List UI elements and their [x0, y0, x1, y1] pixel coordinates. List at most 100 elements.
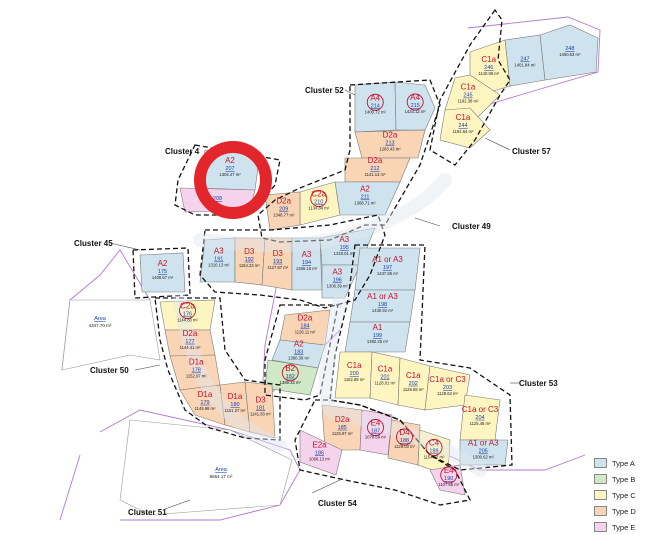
highlight-ring [194, 141, 272, 219]
plot-area: 1141.13 m² [365, 172, 386, 177]
plot-num: 189 [429, 449, 438, 455]
cluster-label-49: Cluster 49 [452, 222, 491, 231]
cluster-label-52: Cluster 52 [305, 86, 344, 95]
plot-area: 1392.25 m² [367, 339, 389, 344]
legend-item-type-c: Type C [594, 487, 666, 503]
plot-type: E4 [444, 466, 454, 475]
plot-area: 1306.18 m² [296, 266, 318, 271]
plot-type: D2a [183, 329, 198, 338]
plot-num: 177 [185, 339, 194, 345]
plot-199[interactable] [344, 321, 411, 353]
plot-205[interactable] [459, 439, 509, 466]
plot-area: 1151.27 m² [225, 408, 246, 413]
plot-type: A3 [339, 235, 349, 244]
plot-type: D1a [189, 358, 204, 367]
plot-type: A3 [214, 247, 224, 256]
plot-highlight-circle [406, 93, 424, 111]
plot-type: C1a [461, 83, 476, 92]
plot-highlight-circle [366, 93, 384, 111]
plot-type: D4 [399, 428, 410, 437]
plot-num: 180 [230, 402, 239, 408]
plot-type: A3 [302, 250, 312, 259]
plot-186[interactable] [299, 429, 343, 476]
plot-num: 205 [479, 449, 488, 455]
legend-label: Type A [612, 458, 635, 468]
plot-type: D1a [228, 392, 243, 401]
plot-num: 202 [409, 381, 418, 387]
plot-num: 178 [192, 368, 201, 374]
plot-num: 200 [350, 371, 359, 377]
plot-type: C1a [347, 361, 362, 370]
plot-num: 196 [333, 278, 342, 284]
plot-num: 194 [302, 260, 311, 266]
plot-num: 203 [443, 385, 452, 391]
legend-label: Type C [612, 490, 636, 500]
plot-175[interactable] [139, 252, 186, 293]
plot-area: 1162.89 m² [344, 377, 365, 382]
plot-area: 1140.99 m² [478, 71, 499, 76]
plot-248[interactable] [539, 24, 599, 81]
plot-num: 188 [400, 438, 409, 444]
plot-196[interactable] [321, 264, 361, 299]
plot-area: 1144.41 m² [180, 345, 201, 350]
plot-num: 184 [300, 324, 309, 330]
plot-num: 187 [371, 429, 380, 435]
cluster-label-57: Cluster 57 [512, 147, 551, 156]
plot-area: 1141.83 m² [250, 411, 271, 416]
plot-area: 1380.39 m² [288, 355, 310, 360]
plot-area: 1128.01 m² [375, 380, 396, 385]
area-label-south: Area [215, 467, 228, 473]
plot-num: 213 [385, 141, 394, 147]
plot-type: D2a [298, 314, 313, 323]
plot-182[interactable] [264, 359, 319, 396]
plot-type: A4 [410, 93, 420, 102]
plot-type: C2a [180, 302, 195, 311]
legend-item-type-b: Type B [594, 471, 666, 487]
legend-swatch [594, 474, 607, 484]
plot-area: 1134.84 m² [308, 206, 329, 211]
plot-213[interactable] [354, 129, 426, 159]
plot-type: D1a [198, 390, 213, 399]
plot-type: A1 [373, 323, 383, 332]
plot-type: A1 or A3 [468, 439, 499, 448]
plot-num: 247 [520, 56, 529, 62]
legend-label: Type B [612, 474, 636, 484]
cluster-label-54: Cluster 54 [318, 499, 357, 508]
cluster-label-51: Cluster 51 [128, 508, 167, 517]
plot-num: 195 [340, 245, 349, 251]
plot-type: C1a [456, 113, 471, 122]
plot-num: 248 [565, 46, 574, 52]
plot-type: D3 [255, 395, 266, 404]
plot-highlight-circle [396, 428, 413, 446]
plot-type: D2a [276, 197, 291, 206]
open-areas [61, 299, 293, 516]
plot-type: C1a or C3 [462, 405, 499, 414]
plot-highlight-circle [440, 466, 458, 484]
plot-181[interactable] [244, 381, 276, 439]
plot-area: 1408.57 m² [152, 275, 174, 280]
plot-type: E4 [371, 419, 381, 428]
plot-215[interactable] [394, 81, 436, 131]
plot-num: 193 [273, 259, 282, 265]
plot-num: 197 [383, 265, 392, 271]
plot-area: 1129.03 m² [394, 444, 415, 449]
plot-244[interactable] [439, 107, 491, 149]
